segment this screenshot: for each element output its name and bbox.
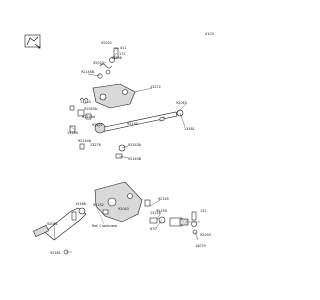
shift-shaft xyxy=(94,109,184,134)
label-132: 132 xyxy=(200,209,206,213)
right-side-parts xyxy=(144,199,198,235)
upper-spring-parts xyxy=(97,47,119,79)
label-13183: 13183 xyxy=(80,100,91,104)
label-92145B: 92145B xyxy=(81,70,95,74)
label-13168: 13168 xyxy=(75,202,86,206)
label-92161: 92161 xyxy=(50,251,61,255)
label-13272: 13272 xyxy=(150,85,161,89)
label-13118: 13118 xyxy=(150,211,161,215)
shift-lever-bracket xyxy=(94,181,143,223)
label-92152: 92152 xyxy=(92,123,103,127)
label-13236: 13236 xyxy=(111,56,122,60)
label-92150: 92150 xyxy=(127,122,138,126)
label-172: 172 xyxy=(119,52,125,56)
label-13276: 13276 xyxy=(90,143,101,147)
label-92152-b: 92152 xyxy=(93,203,104,207)
label-13181: 13181 xyxy=(184,127,195,131)
label-92150-b: 92150 xyxy=(156,209,167,213)
leader-lines xyxy=(53,47,200,253)
middle-parts xyxy=(79,143,126,159)
label-92033: 92033 xyxy=(93,61,104,65)
label-92154A: 92154A xyxy=(78,139,92,143)
label-92145: 92145 xyxy=(158,197,169,201)
engine-orientation-icon xyxy=(24,34,41,49)
label-92022: 92022 xyxy=(101,41,112,45)
label-14079: 14079 xyxy=(195,244,206,248)
label-92043: 92043 xyxy=(176,101,187,105)
part-labels: 92022 411 172 13236 92033 92145B 13272 1… xyxy=(47,41,211,255)
shift-pedal xyxy=(33,207,87,255)
label-92145A: 92145A xyxy=(82,115,96,119)
label-13189: 13189 xyxy=(67,131,78,135)
parts-diagram: 01C0 xyxy=(24,32,214,255)
small-spring-parts xyxy=(69,97,92,133)
label-411: 411 xyxy=(120,46,126,50)
diagram-code: 01C0 xyxy=(205,32,214,36)
label-92043-b: 92043 xyxy=(118,207,129,211)
label-92033-b: 92033 xyxy=(200,233,211,237)
ref-crankcase-label: Ref. Crankcase xyxy=(92,224,117,228)
shift-drum-arm xyxy=(92,83,136,109)
label-92081: 92081 xyxy=(47,222,58,226)
label-670: 670 xyxy=(150,227,156,231)
label-92143A: 92143A xyxy=(128,143,142,147)
label-92143B: 92143B xyxy=(128,157,142,161)
label-92043A: 92043A xyxy=(84,107,98,111)
